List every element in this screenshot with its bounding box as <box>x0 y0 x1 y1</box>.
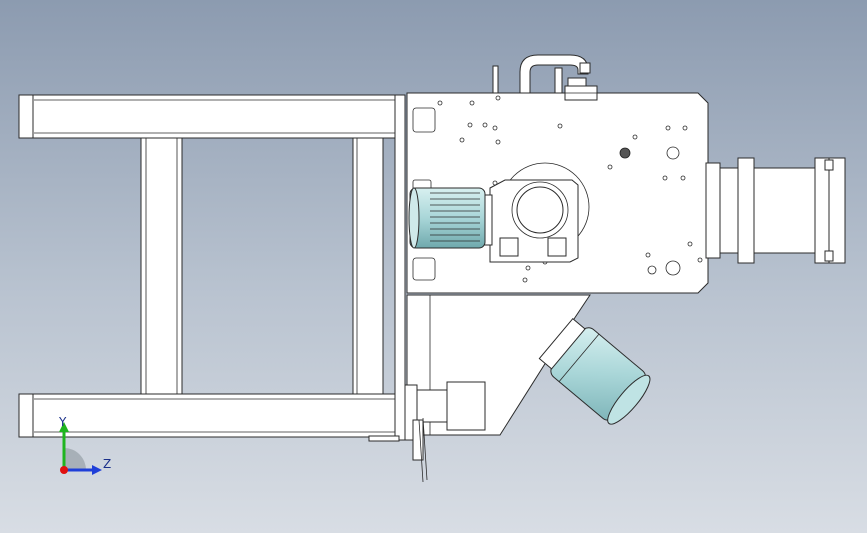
outlet-assembly <box>705 157 846 264</box>
frame-post-left <box>140 137 183 395</box>
frame-post-right <box>352 137 384 395</box>
output-shaft <box>414 389 448 423</box>
motor-cooling-fins <box>430 192 480 242</box>
output-coupling <box>446 381 486 431</box>
z-axis-label: Z <box>103 457 111 471</box>
frame-top-endcap <box>18 94 34 139</box>
frame-bottom-endcap <box>18 393 34 438</box>
hopper-body <box>404 294 591 483</box>
top-bracket <box>492 54 600 101</box>
frame-mount-plate <box>394 94 406 441</box>
origin-marker <box>60 466 68 474</box>
frame-bottom-beam <box>21 393 401 438</box>
coordinate-triad: Y Z <box>58 415 111 475</box>
drive-motor <box>408 162 590 263</box>
support-frame <box>18 94 406 442</box>
y-axis-label: Y <box>58 415 67 429</box>
angled-motor <box>538 318 651 425</box>
frame-foot <box>368 435 400 442</box>
frame-top-beam <box>21 94 401 139</box>
